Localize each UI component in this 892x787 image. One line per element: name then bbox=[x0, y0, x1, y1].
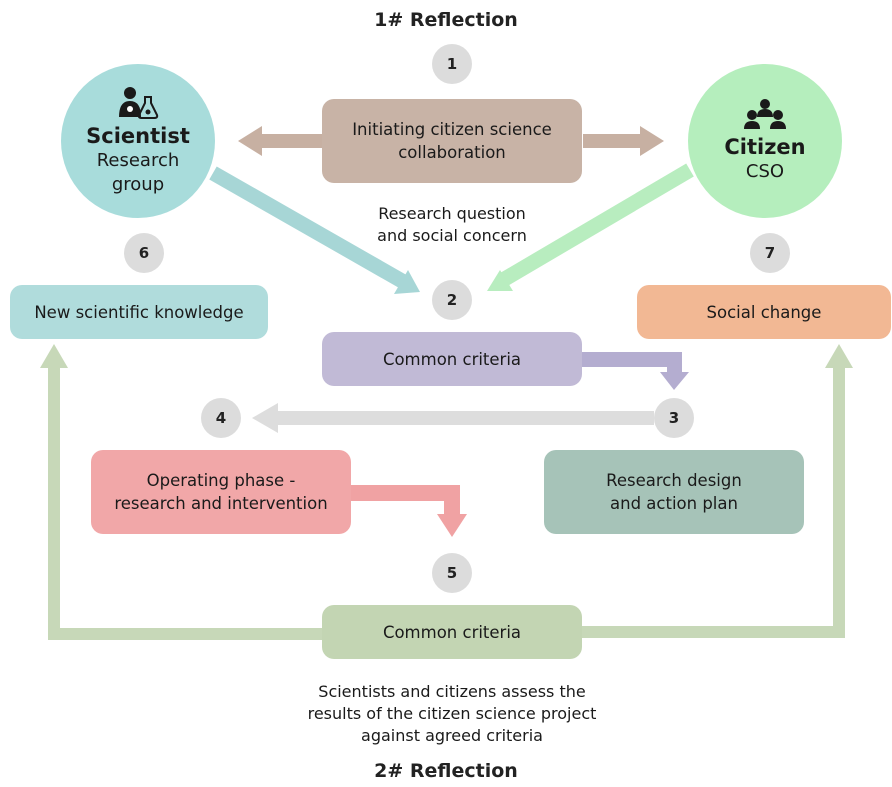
common-criteria-bottom-label: Common criteria bbox=[382, 622, 522, 642]
common-criteria-box-top: Common criteria bbox=[322, 332, 582, 386]
research-question-line2: and social concern bbox=[377, 226, 527, 245]
social-change-label: Social change bbox=[706, 302, 822, 322]
criteria-to-knowledge-arrow bbox=[40, 344, 324, 640]
initiating-line1: Initiating citizen science bbox=[352, 120, 552, 139]
common-criteria-box-bottom: Common criteria bbox=[322, 605, 582, 659]
scientist-icon bbox=[119, 87, 159, 119]
initiating-collaboration-box: Initiating citizen science collaboration bbox=[322, 99, 582, 183]
bottom-reflection-heading: 2# Reflection bbox=[374, 760, 518, 782]
citizen-circle: Citizen CSO bbox=[688, 64, 842, 218]
research-question-note: Research question and social concern bbox=[322, 203, 582, 247]
step-number-1: 1 bbox=[432, 44, 472, 84]
citizen-to-step2-arrow bbox=[487, 163, 694, 291]
scientist-subtitle-line2: group bbox=[111, 174, 165, 195]
scientist-title: Scientist bbox=[86, 124, 190, 148]
citizen-subtitle: CSO bbox=[745, 161, 785, 182]
new-knowledge-label: New scientific knowledge bbox=[34, 302, 244, 322]
scientist-circle: Scientist Research group bbox=[61, 64, 215, 218]
operating-line1: Operating phase - bbox=[146, 471, 296, 490]
operating-phase-box: Operating phase - research and intervent… bbox=[91, 450, 351, 534]
research-design-line2: and action plan bbox=[610, 494, 738, 513]
citizen-title: Citizen bbox=[724, 135, 806, 159]
initiating-line2: collaboration bbox=[398, 143, 506, 162]
top-reflection-heading: 1# Reflection bbox=[374, 9, 518, 31]
new-scientific-knowledge-box: New scientific knowledge bbox=[10, 285, 268, 339]
assessment-line1: Scientists and citizens assess the bbox=[318, 682, 586, 701]
operating-to-step5-arrow bbox=[351, 485, 467, 537]
step-number-3: 3 bbox=[654, 398, 694, 438]
step-number-5: 5 bbox=[432, 553, 472, 593]
scientist-subtitle-line1: Research bbox=[96, 150, 180, 171]
step-number-2: 2 bbox=[432, 280, 472, 320]
step-number-7: 7 bbox=[750, 233, 790, 273]
research-design-line1: Research design bbox=[606, 471, 742, 490]
social-change-box: Social change bbox=[637, 285, 891, 339]
assessment-line3: against agreed criteria bbox=[361, 726, 543, 745]
step-number-6: 6 bbox=[124, 233, 164, 273]
criteria-to-design-arrow bbox=[581, 352, 689, 390]
people-group-icon bbox=[744, 99, 786, 129]
criteria-to-social-change-arrow bbox=[580, 344, 853, 638]
initiating-double-arrow bbox=[238, 126, 664, 156]
step-number-4: 4 bbox=[201, 398, 241, 438]
assessment-note: Scientists and citizens assess the resul… bbox=[246, 681, 658, 747]
operating-line2: research and intervention bbox=[114, 494, 328, 513]
step3-to-step4-arrow bbox=[252, 403, 654, 433]
research-design-box: Research design and action plan bbox=[544, 450, 804, 534]
scientist-to-step2-arrow bbox=[209, 166, 420, 294]
common-criteria-top-label: Common criteria bbox=[382, 349, 522, 369]
research-question-line1: Research question bbox=[378, 204, 526, 223]
assessment-line2: results of the citizen science project bbox=[307, 704, 597, 723]
